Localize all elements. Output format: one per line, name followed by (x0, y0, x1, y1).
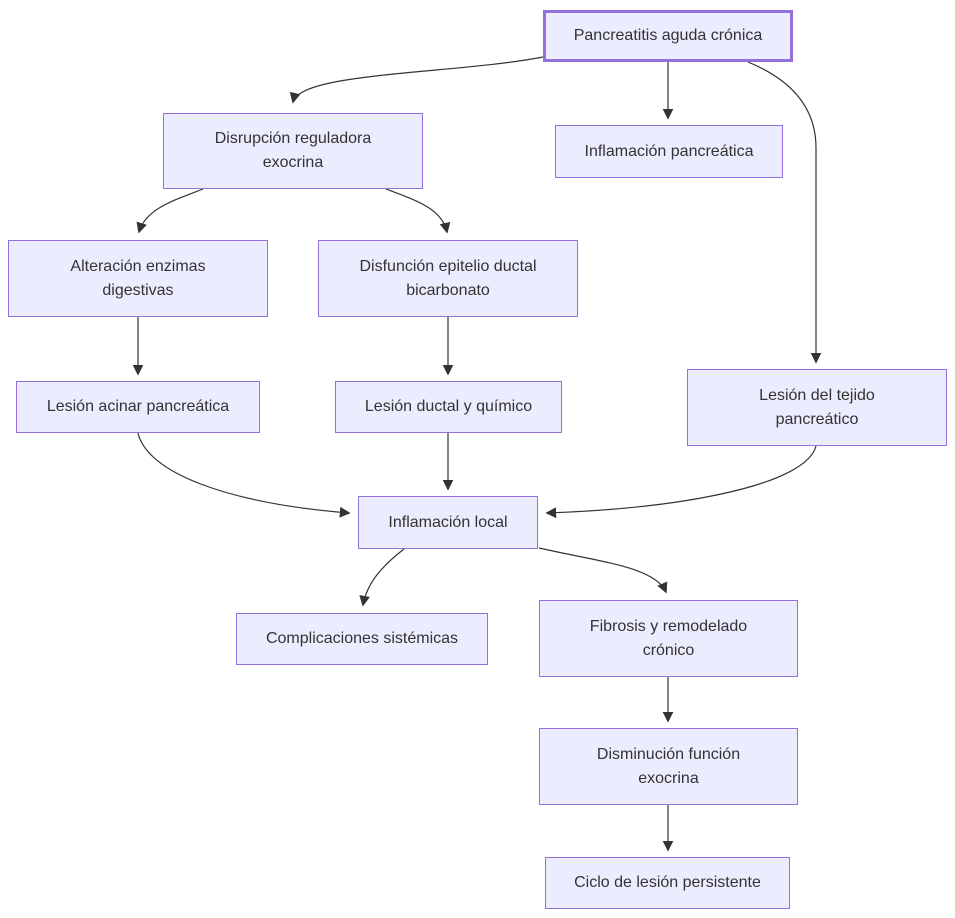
node-lesion-ductal: Lesión ductal y químico (335, 381, 562, 433)
node-lesion-tejido: Lesión del tejido pancreático (687, 369, 947, 446)
node-disfuncion-label: Disfunción epitelio ductal bicarbonato (359, 257, 537, 299)
node-alteracion: Alteración enzimas digestivas (8, 240, 268, 317)
node-inflamacion-local-label: Inflamación local (388, 513, 508, 531)
node-disminucion: Disminución función exocrina (539, 728, 798, 805)
node-complicaciones: Complicaciones sistémicas (236, 613, 488, 665)
node-fibrosis: Fibrosis y remodelado crónico (539, 600, 798, 677)
node-ciclo-label: Ciclo de lesión persistente (574, 874, 761, 891)
node-disminucion-label: Disminución función exocrina (596, 745, 741, 787)
node-inflamacion-pancreatica: Inflamación pancreática (555, 125, 783, 178)
node-alteracion-label: Alteración enzimas digestivas (70, 257, 206, 299)
node-lesion-tejido-label: Lesión del tejido pancreático (759, 386, 875, 428)
node-complicaciones-label: Complicaciones sistémicas (265, 630, 459, 647)
edge-lesion-tejido-inflamacion-local (545, 445, 817, 519)
node-pancreatitis: Pancreatitis aguda crónica (543, 10, 793, 62)
node-lesion-acinar-label: Lesión acinar pancreática (46, 398, 230, 415)
edge-inflamacion-local-complicaciones (359, 548, 405, 607)
edge-inflamacion-local-fibrosis (538, 547, 668, 594)
edge-pancreatitis-lesion-tejido (747, 61, 822, 364)
node-ciclo: Ciclo de lesión persistente (545, 857, 790, 909)
node-lesion-acinar: Lesión acinar pancreática (16, 381, 260, 433)
node-disrupcion-label: Disrupción reguladora exocrina (214, 130, 372, 171)
node-pancreatitis-label: Pancreatitis aguda crónica (573, 27, 763, 44)
edge-disrupcion-alteracion (136, 188, 204, 234)
node-inflamacion-local: Inflamación local (358, 496, 538, 549)
node-inflamacion-pancreatica-label: Inflamación pancreática (584, 142, 754, 160)
node-disrupcion: Disrupción reguladora exocrina (163, 113, 423, 189)
edge-pancreatitis-disrupcion (289, 56, 544, 104)
edge-disrupcion-disfuncion (385, 188, 451, 234)
edge-lesion-acinar-inflamacion-local (137, 432, 351, 518)
node-lesion-ductal-label: Lesión ductal y químico (364, 398, 533, 415)
node-fibrosis-label: Fibrosis y remodelado crónico (589, 617, 748, 659)
node-disfuncion: Disfunción epitelio ductal bicarbonato (318, 240, 578, 317)
